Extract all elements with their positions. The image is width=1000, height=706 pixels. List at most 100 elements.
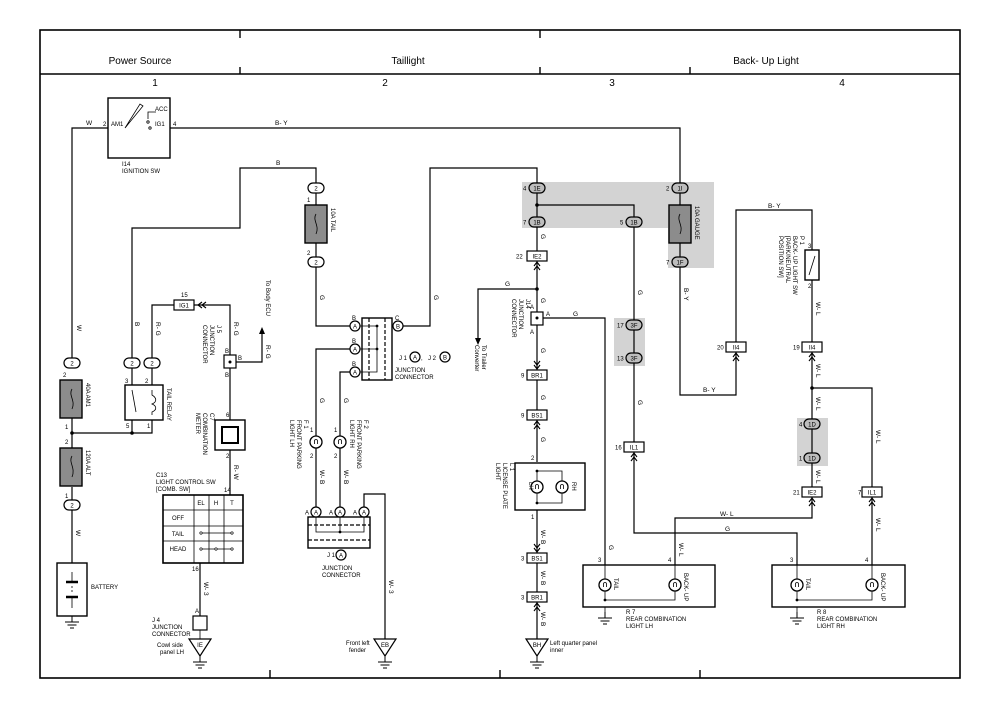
wires [71,127,873,640]
label-conn-br1: BR1 [531,374,543,380]
label-pins-p1: 1 [531,515,535,521]
label-j12-legend2: J 2 [428,356,437,362]
label-j12-name2: CONNECTOR [395,375,434,381]
label-ignition-am1: AM1 [111,122,124,128]
label-p1sw-name2: [PARK/NEUTRAL [784,236,790,284]
label-trailer-l1: To Trailer [480,345,486,370]
label-wires-wl: W- L [814,364,821,378]
label-conn-c2: 2 [70,504,74,510]
label-r7-tail: TAIL [612,578,618,591]
label-c13-cols-1: H [214,501,218,507]
ground-ie: IE Cowl side panel LH [157,630,213,669]
fuse-10a-tail: 10A TAIL 1 2 [304,198,335,257]
label-p1sw-name1: BACK- UP LIGHT SW [791,236,797,295]
label-wires-wl: W- L [814,302,821,316]
label-j5-name2: CONNECTOR [201,325,207,364]
label-pins-p1: 1 [65,494,69,500]
label-p1sw-name3: POSITION SW] [777,236,783,278]
label-wires-rg: R- G [232,322,239,336]
label-pins-p7: 7 [666,261,670,267]
label-pins-p2: 2 [63,373,67,379]
label-pins-p17: 17 [617,324,624,330]
label-pins-b: B [352,339,356,345]
label-wires-wl: W- L [677,543,684,557]
label-c13-sub: [COMB. SW] [156,487,191,493]
label-fuses-am1: 40A AM1 [84,383,90,408]
label-r8-backup: BACK- UP [879,573,885,601]
pin-a: AA [353,506,370,518]
label-pins-p15: 15 [181,293,188,299]
label-wires-g: G [342,398,349,403]
label-fuses-gauge: 10A GAUGE [693,206,699,240]
label-pins-p2: 2 [145,379,149,385]
label-pins-p2: 2 [310,454,314,460]
label-wires-g: G [539,437,546,442]
connector-1i: 1I2 [666,182,689,194]
label-wires-by: B- Y [682,288,689,301]
label-conn-b: B [396,325,400,331]
label-j12-legend1: J 1 [399,356,408,362]
label-c13-rows-2: HEAD [170,547,187,553]
pin-a: AB [349,362,361,378]
label-pins-a: A [305,511,309,517]
label-j1-name1: JUNCTION [322,566,352,572]
label-pins-p13: 13 [617,357,624,363]
label-pins-a: A [530,330,534,336]
label-wires-wb: W- B [342,470,349,484]
label-wires-g: G [318,295,325,300]
label-wires-wl: W- L [874,430,881,444]
label-conn-c2: 2 [130,362,134,368]
label-conn-a: A [314,511,318,517]
label-pins-p9: 9 [521,374,525,380]
junction-dots [70,203,814,435]
label-grounds-fender2: fender [349,648,366,654]
label-pins-p1: 1 [65,425,69,431]
label-pins-p1: 1 [147,424,151,430]
label-pins-p3: 3 [790,558,794,564]
label-conn-a: A [362,511,366,517]
label-wires-w: W [86,120,93,127]
label-pins-p7: 7 [523,221,527,227]
connector-1b: 1B5 [620,216,643,228]
label-pins-p2: 2 [226,454,230,460]
label-pins-p2: 2 [531,456,535,462]
label-conn-bs1: BS1 [531,414,543,420]
connector-2: 2 [63,499,81,511]
wire-labels: W B- Y B W B R- G R- G R- G R- W W W- 3 … [74,120,881,626]
label-conn-a: A [353,348,357,354]
label-pins-p5: 5 [620,221,624,227]
label-pins-p14: 14 [224,488,231,494]
column-4: 4 [839,78,845,89]
label-pins-a: A [329,511,333,517]
label-pins-p3: 3 [808,244,812,250]
label-pins-p2: 2 [307,251,311,257]
label-f1-id: F 1 [302,420,308,429]
label-conn-a: A [338,511,342,517]
connector-2: 2 [63,357,81,369]
r8-rear-combination-light-rh: TAIL BACK- UP 3 4 R 8 REAR COMBINATION L… [771,558,906,630]
label-r7-backup: BACK- UP [682,573,688,601]
label-pins-p21: 21 [793,491,800,497]
label-pins-p4: 4 [799,423,803,429]
label-wires-g: G [636,290,643,295]
label-r7-id: R 7 [626,610,636,616]
pin-a: AB [349,339,361,355]
label-c13-rows-0: OFF [172,516,184,522]
label-j1-id: J 1 [327,553,336,559]
label-conn-c3f: 3F [630,324,637,330]
label-c13-cols-2: T [230,501,234,507]
label-p1sw-id: P 1 [798,236,804,246]
label-wires-by: B- Y [703,387,716,394]
label-fuses-alt: 120A ALT [84,450,90,476]
label-meter-id: C7 [208,413,214,421]
j5-junction-connector: B B B J 5 JUNCTION CONNECTOR To Body ECU [201,280,270,379]
label-pins-a: A [546,312,550,318]
shaded-region-junction-block [522,182,714,268]
label-r8-id: R 8 [817,610,827,616]
label-conn-c1e: 1E [533,187,540,193]
label-wires-wb: W- B [539,571,546,585]
